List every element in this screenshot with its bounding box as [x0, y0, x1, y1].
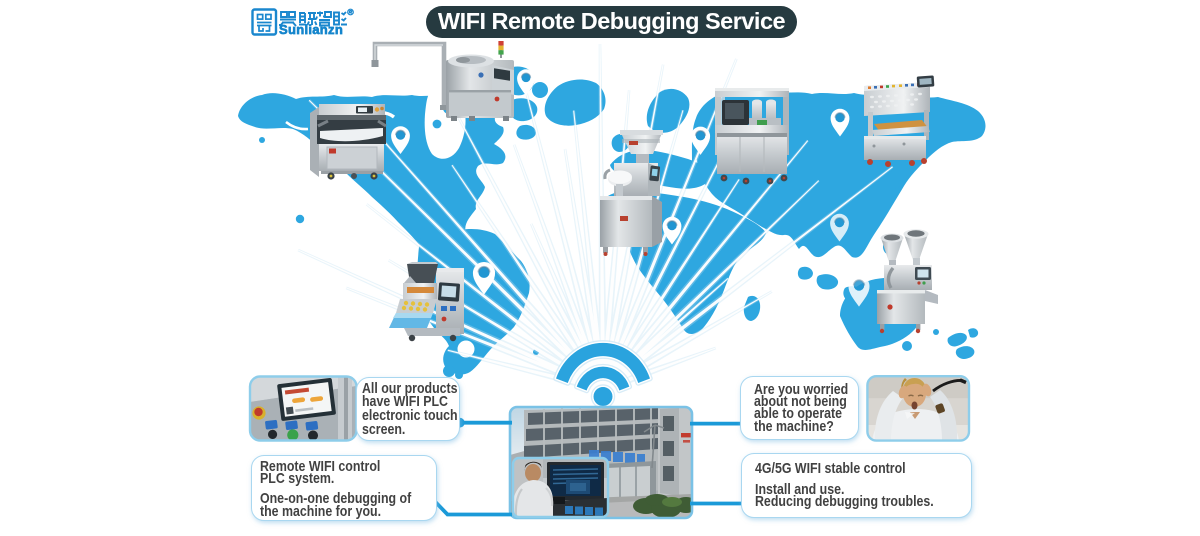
svg-text:Sunlianzn: Sunlianzn [279, 22, 343, 37]
